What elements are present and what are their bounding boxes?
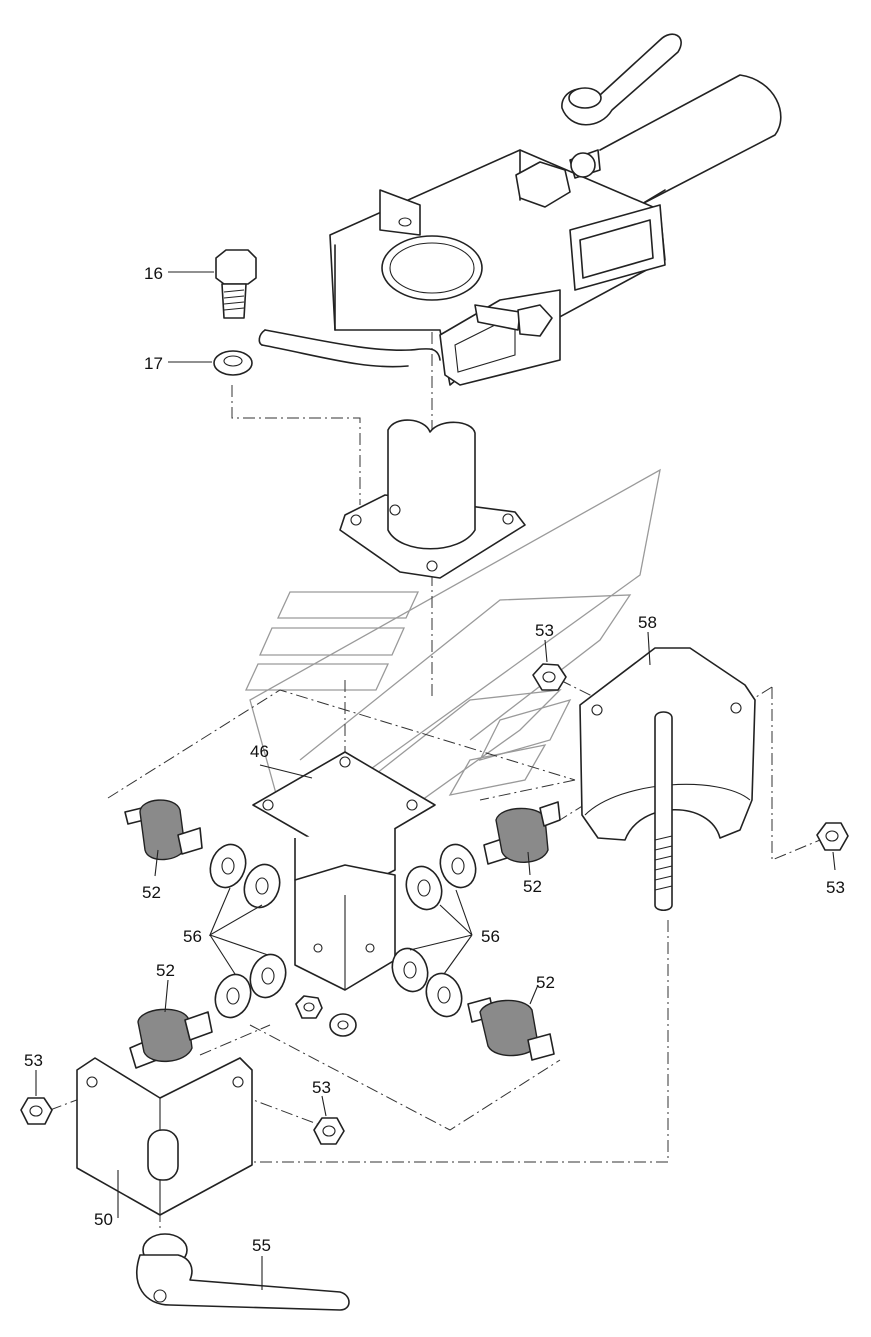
label-52-lower-right: 52 — [536, 973, 555, 992]
label-52-lower-left: 52 — [156, 961, 175, 980]
label-55: 55 — [252, 1236, 271, 1255]
label-52-upper-right: 52 — [523, 877, 542, 896]
nut-53-right — [816, 822, 849, 851]
nut-53-left — [20, 1097, 53, 1125]
label-16: 16 — [144, 264, 163, 283]
nut-53-bottom — [313, 1117, 345, 1145]
label-58: 58 — [638, 613, 657, 632]
center-lines — [49, 200, 821, 1230]
label-46: 46 — [250, 742, 269, 761]
part-labels: 16 17 46 53 58 52 52 53 56 56 52 52 53 5… — [24, 264, 845, 1255]
center-nut-washer — [295, 995, 357, 1037]
flange-tube — [339, 419, 526, 579]
watermark-logo — [244, 468, 661, 831]
isolator-52-upper-right — [483, 801, 561, 865]
label-17: 17 — [144, 354, 163, 373]
washers-56 — [209, 843, 477, 1019]
label-52-upper-left: 52 — [142, 883, 161, 902]
label-56-left: 56 — [183, 927, 202, 946]
bolt-16 — [215, 249, 257, 319]
mount-block-46 — [252, 751, 436, 991]
isolator-52-lower-left — [129, 1008, 213, 1069]
hitch-assembly — [258, 33, 782, 386]
bracket-58 — [579, 647, 756, 912]
washer-17 — [213, 350, 253, 376]
leader-lines — [35, 271, 836, 1290]
isolator-52-lower-right — [467, 997, 555, 1061]
label-53-bottom: 53 — [312, 1078, 331, 1097]
nut-53-top — [532, 663, 567, 691]
label-50: 50 — [94, 1210, 113, 1229]
label-53-right: 53 — [826, 878, 845, 897]
lever-55 — [136, 1233, 350, 1311]
isolator-52-upper-left — [124, 799, 203, 861]
leader-lines-56 — [208, 887, 473, 975]
label-56-right: 56 — [481, 927, 500, 946]
label-53-left: 53 — [24, 1051, 43, 1070]
bracket-50 — [76, 1057, 253, 1216]
label-53-top: 53 — [535, 621, 554, 640]
